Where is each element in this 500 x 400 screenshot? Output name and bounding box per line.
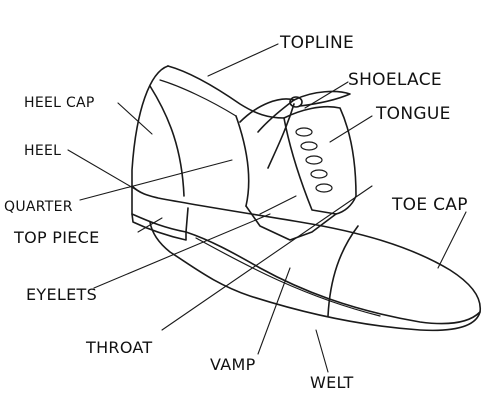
leader-throat [161, 185, 373, 331]
leader-shoelace [304, 81, 349, 109]
label-toe-cap: TOE CAP [391, 195, 468, 215]
collar-inner [159, 79, 237, 117]
label-quarter: QUARTER [4, 199, 73, 215]
quarter-seam [235, 115, 250, 207]
leader-vamp [257, 267, 291, 355]
leader-heel-cap [117, 102, 153, 135]
label-topline: TOPLINE [279, 33, 354, 53]
shoe-upper-outline [131, 65, 481, 332]
toe-cap-seam [327, 225, 359, 317]
leader-top-piece [137, 217, 163, 233]
sole-line [185, 231, 481, 325]
shoe-illustration [131, 65, 481, 332]
label-eyelets: EYELETS [26, 285, 97, 304]
lace-loop-left-inner [257, 99, 295, 133]
part-labels: TOPLINE SHOELACE TONGUE HEEL CAP HEEL QU… [4, 33, 468, 392]
eyelet [310, 169, 328, 179]
leader-toe-cap [437, 211, 467, 269]
eyelet-row [295, 127, 333, 193]
eyelet [300, 141, 318, 151]
leader-quarter [79, 159, 233, 201]
eyelet [295, 127, 313, 137]
label-heel: HEEL [24, 143, 61, 159]
lace-knot [289, 96, 303, 108]
lace-loop-right [293, 90, 351, 107]
heel-cap-seam [149, 85, 185, 197]
eyelet [315, 183, 333, 193]
leader-heel [67, 149, 141, 193]
topline-edge [167, 65, 285, 119]
label-tongue: TONGUE [375, 104, 451, 124]
tongue-shape [283, 105, 357, 215]
leader-eyelets-a [93, 213, 271, 289]
label-throat: THROAT [85, 338, 153, 357]
shoelace-bow [239, 90, 351, 169]
lace-end [267, 103, 295, 169]
lace-loop-left [239, 98, 295, 123]
eyelet [305, 155, 323, 165]
label-heel-cap: HEEL CAP [24, 95, 95, 111]
leader-tongue [329, 115, 373, 143]
throat-seam [245, 205, 337, 241]
label-vamp: VAMP [210, 355, 256, 374]
leader-lines [67, 43, 467, 373]
top-piece [131, 213, 187, 241]
label-welt: WELT [310, 373, 354, 392]
leader-welt [315, 329, 329, 373]
label-shoelace: SHOELACE [348, 70, 442, 90]
lacing-panel [283, 117, 337, 215]
leader-eyelets-b [259, 195, 297, 215]
welt-line [195, 237, 381, 317]
leader-topline [207, 43, 279, 77]
label-top-piece: TOP PIECE [13, 228, 100, 247]
